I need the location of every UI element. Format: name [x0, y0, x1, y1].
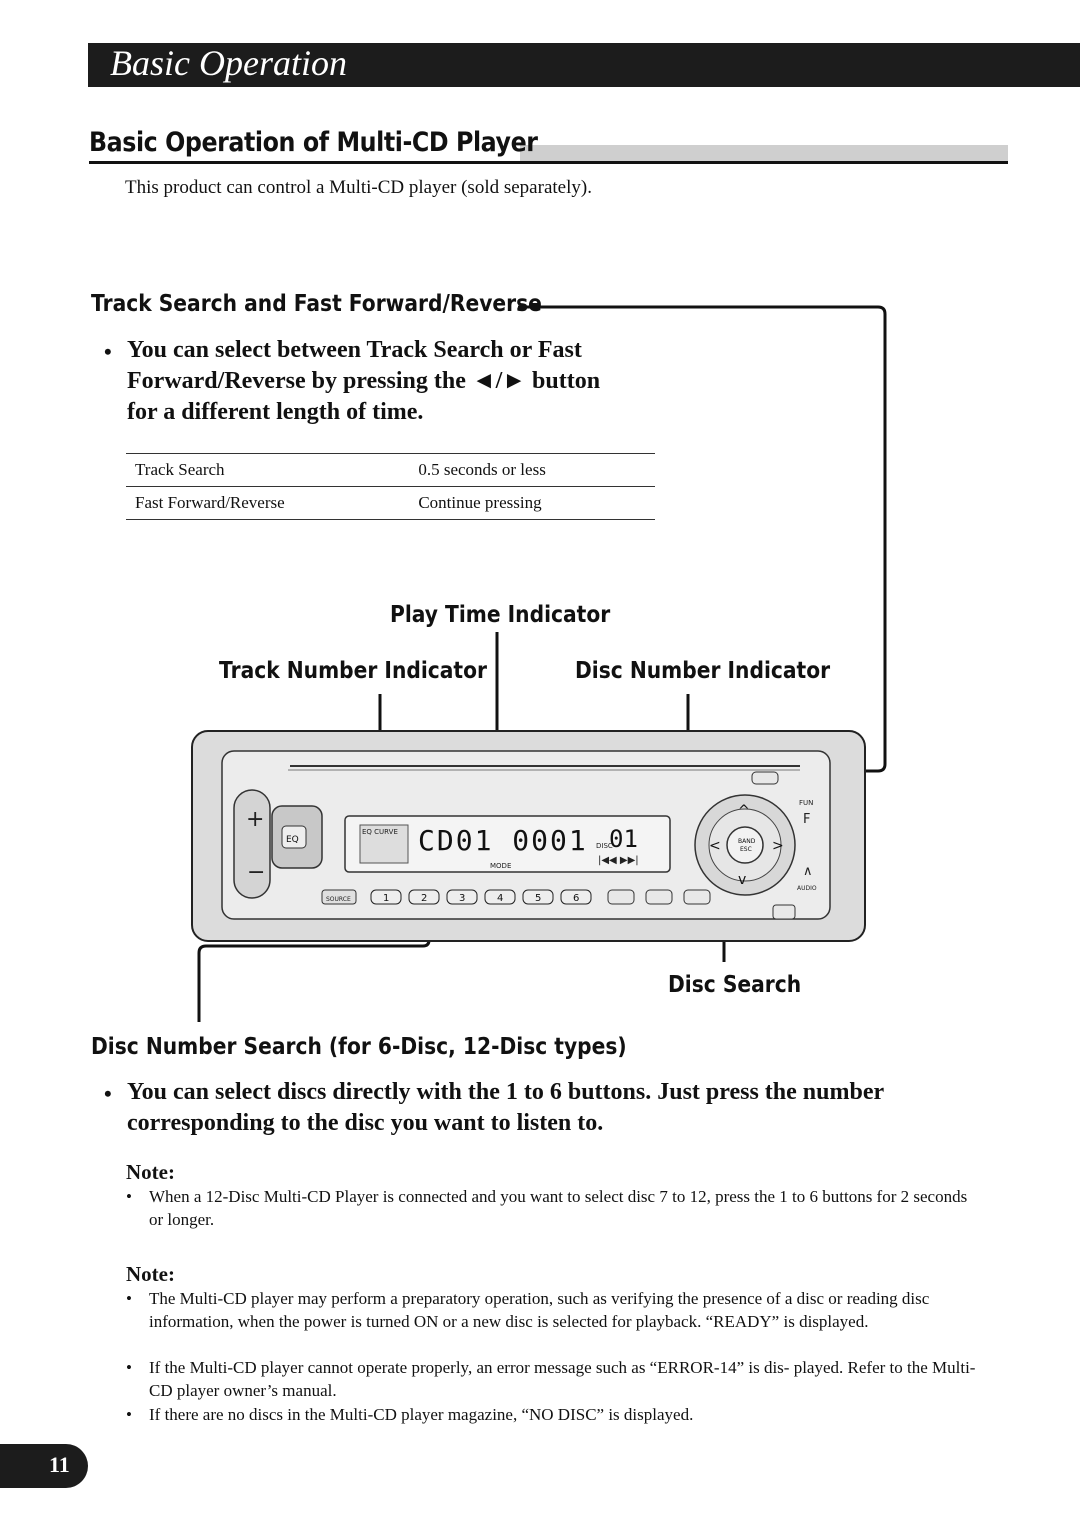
page-number-tab	[0, 1444, 88, 1488]
table-row: Fast Forward/Reverse Continue pressing	[126, 486, 655, 520]
note-text: The Multi-CD player may perform a prepar…	[149, 1289, 930, 1331]
track-search-bullet: You can select between Track Search or F…	[127, 335, 687, 428]
disc-search-bullet-line1: You can select discs directly with the 1…	[127, 1079, 885, 1105]
preset-buttons: 1 2 3 4 5 6	[370, 889, 592, 905]
callout-track-search	[518, 305, 887, 796]
bullet-dot: •	[126, 1405, 132, 1424]
head-unit: + − EQ EQ CURVE CD01 0001 DISC 01 MODE |…	[191, 730, 866, 942]
eq-curve-label: EQ CURVE	[362, 828, 398, 836]
band-label: BAND	[738, 838, 756, 845]
disc-number-search-bullet: You can select discs directly with the 1…	[127, 1077, 1027, 1139]
track-search-bullet-line2: Forward/Reverse by pressing the ◄/► butt…	[127, 368, 601, 394]
note-heading: Note:	[126, 1262, 175, 1286]
note-text: When a 12-Disc Multi-CD Player is connec…	[149, 1187, 968, 1229]
preset-button-6	[560, 889, 592, 905]
fun-label: FUN	[799, 799, 813, 807]
table-row: Track Search 0.5 seconds or less	[126, 453, 655, 487]
preset-button-label: 1	[383, 893, 389, 904]
track-number-indicator-label: Track Number Indicator	[219, 658, 488, 684]
preset-button-4	[484, 889, 516, 905]
disc-number-search-heading: Disc Number Search (for 6-Disc, 12-Disc …	[91, 1034, 627, 1060]
track-search-heading: Track Search and Fast Forward/Reverse	[91, 291, 542, 317]
section-title-rule	[89, 161, 1008, 164]
section-title: Basic Operation of Multi-CD Player	[89, 127, 538, 158]
page-number: 11	[49, 1452, 70, 1477]
bullet-dot: •	[126, 1289, 132, 1308]
preset-button-label: 6	[573, 893, 579, 904]
note-item: • If there are no discs in the Multi-CD …	[126, 1403, 976, 1427]
svg-text:^: ^	[738, 803, 750, 819]
svg-text:v: v	[738, 872, 746, 888]
table-cell-action: Fast Forward/Reverse	[126, 486, 409, 520]
preset-button-2	[408, 889, 440, 905]
display-text: CD01 0001	[418, 824, 588, 857]
preset-button-label: 3	[459, 893, 465, 904]
button-timing-table: Track Search 0.5 seconds or less Fast Fo…	[126, 453, 655, 520]
note-heading: Note:	[126, 1160, 175, 1184]
note-text: If the Multi-CD player cannot operate pr…	[149, 1358, 976, 1400]
bullet-dot: •	[126, 1358, 132, 1377]
preset-button-label: 2	[421, 893, 427, 904]
table-cell-timing: Continue pressing	[408, 486, 655, 520]
note-item: • The Multi-CD player may perform a prep…	[126, 1287, 976, 1357]
svg-text:|◀◀ ▶▶|: |◀◀ ▶▶|	[598, 855, 639, 866]
disc-search-label: Disc Search	[668, 972, 802, 998]
disc-number-indicator-label: Disc Number Indicator	[575, 658, 831, 684]
bullet-dot: •	[126, 1187, 132, 1206]
table-cell-timing: 0.5 seconds or less	[408, 453, 655, 487]
disc-label: DISC	[596, 842, 613, 850]
preset-button-1	[370, 889, 402, 905]
play-time-indicator-label: Play Time Indicator	[390, 602, 611, 628]
header-bar	[88, 43, 1080, 87]
audio-label: AUDIO	[797, 885, 817, 892]
svg-text:>: >	[772, 838, 784, 854]
disc-digits: 01	[609, 825, 638, 853]
disc-search-bullet-line2: corresponding to the disc you want to li…	[127, 1110, 604, 1136]
section-intro: This product can control a Multi-CD play…	[125, 177, 592, 198]
note-text: If there are no discs in the Multi-CD pl…	[149, 1405, 694, 1424]
preset-button-label: 4	[497, 893, 503, 904]
svg-text:<: <	[709, 838, 721, 854]
callout-number-buttons	[197, 903, 431, 1022]
track-search-bullet-line1: You can select between Track Search or F…	[127, 337, 582, 363]
eq-button-label: EQ	[286, 835, 299, 845]
section-title-shade	[520, 145, 1008, 161]
note-item: • If the Multi-CD player cannot operate …	[126, 1356, 976, 1402]
mode-label: MODE	[490, 862, 511, 870]
bullet-dot: •	[104, 1081, 112, 1106]
bullet-dot: •	[104, 339, 112, 364]
svg-text:−: −	[247, 860, 265, 885]
f-label: F	[803, 812, 810, 827]
source-button-label: SOURCE	[326, 896, 351, 903]
preset-button-5	[522, 889, 554, 905]
esc-label: ESC	[740, 846, 752, 853]
svg-text:∧: ∧	[803, 864, 813, 879]
table-cell-action: Track Search	[126, 453, 409, 487]
note-item: • When a 12-Disc Multi-CD Player is conn…	[126, 1185, 976, 1235]
track-search-bullet-line3: for a different length of time.	[127, 399, 424, 425]
svg-text:+: +	[246, 807, 264, 832]
page-header-title: Basic Operation	[110, 43, 347, 83]
preset-button-label: 5	[535, 893, 541, 904]
preset-button-3	[446, 889, 478, 905]
